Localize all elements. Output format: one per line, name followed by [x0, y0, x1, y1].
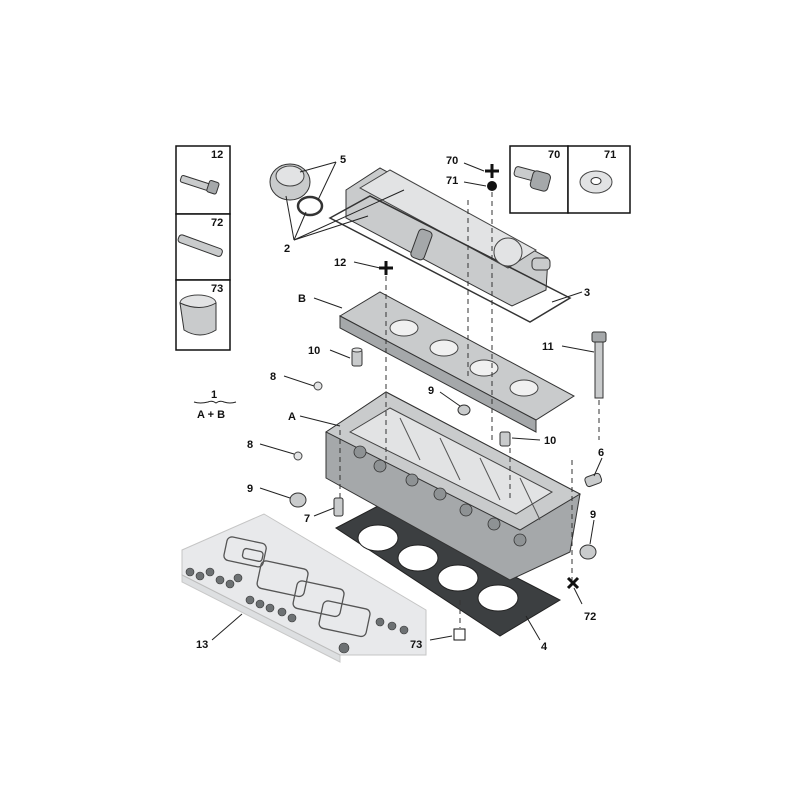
- oil-separator: [493, 237, 551, 271]
- legend-label-70: 70: [548, 149, 560, 161]
- legend-box-72: 72: [175, 213, 231, 281]
- legend-label-71: 71: [604, 149, 616, 161]
- gasket-kit-13: [181, 513, 427, 663]
- dowel-7: [333, 497, 344, 517]
- camshaft-carrier-B: [338, 291, 575, 433]
- washer-71-icon: [579, 170, 613, 194]
- bolt-12-icon: [179, 175, 220, 195]
- label-1: 1: [211, 389, 217, 401]
- label-9-upper: 9: [428, 385, 434, 397]
- label-A: A: [288, 411, 296, 423]
- label-6: 6: [598, 447, 604, 459]
- legend-label-12: 12: [211, 149, 223, 161]
- brace-1: [193, 400, 237, 404]
- label-3: 3: [584, 287, 590, 299]
- label-7: 7: [304, 513, 310, 525]
- kit-seals-icon: [185, 567, 409, 654]
- label-4: 4: [541, 641, 548, 653]
- label-9-left: 9: [247, 483, 253, 495]
- kit-gaskets-icon: [223, 536, 371, 638]
- label-13: 13: [196, 639, 208, 651]
- cross-marker-70: [485, 164, 499, 178]
- legend-label-72: 72: [211, 217, 223, 229]
- oil-filler-cap-5: [269, 163, 324, 217]
- square-marker-73: [453, 628, 466, 641]
- label-10-upper: 10: [308, 345, 320, 357]
- legend-box-73: 73: [175, 279, 231, 351]
- legend-label-73: 73: [211, 283, 223, 295]
- plug-9: [289, 404, 597, 560]
- label-12: 12: [334, 257, 346, 269]
- label-11: 11: [542, 341, 554, 353]
- dowel-10-upper: [351, 347, 363, 367]
- label-71: 71: [446, 175, 458, 187]
- label-72: 72: [584, 611, 596, 623]
- label-8-lower: 8: [247, 439, 253, 451]
- cylinder-head-A: [325, 391, 582, 581]
- label-70: 70: [446, 155, 458, 167]
- label-8-upper: 8: [270, 371, 276, 383]
- label-73: 73: [410, 639, 422, 651]
- head-gasket-4: [335, 505, 562, 637]
- assembly-lines: [339, 192, 600, 628]
- part-labels: 5 2 70 71 12 3 B 10 11 8 1 A + B 9 A 10 …: [193, 154, 604, 653]
- plug-8: [293, 381, 323, 461]
- label-5: 5: [340, 154, 346, 166]
- label-9-right: 9: [590, 509, 596, 521]
- legend-box-12: 12: [175, 145, 231, 215]
- bolt-11: [591, 331, 607, 399]
- bolt-70-icon: [513, 166, 551, 192]
- sensor-6: [584, 472, 603, 488]
- breather-outlet: [410, 228, 433, 261]
- dot-marker-71: [487, 181, 497, 191]
- label-1-sub: A + B: [197, 409, 225, 421]
- label-B: B: [298, 293, 306, 305]
- dowel-sleeve-73-icon: [179, 294, 217, 336]
- cross-marker-12: [379, 261, 393, 275]
- leader-lines: [211, 161, 603, 641]
- legend-box-70: 70: [509, 145, 569, 214]
- label-2: 2: [284, 243, 290, 255]
- legend-box-71: 71: [567, 145, 631, 214]
- label-10-lower: 10: [544, 435, 556, 447]
- x-marker-72: [566, 576, 580, 590]
- dowel-10-lower: [499, 431, 511, 447]
- stud-72-icon: [177, 234, 223, 257]
- rocker-cover-3: [328, 167, 572, 323]
